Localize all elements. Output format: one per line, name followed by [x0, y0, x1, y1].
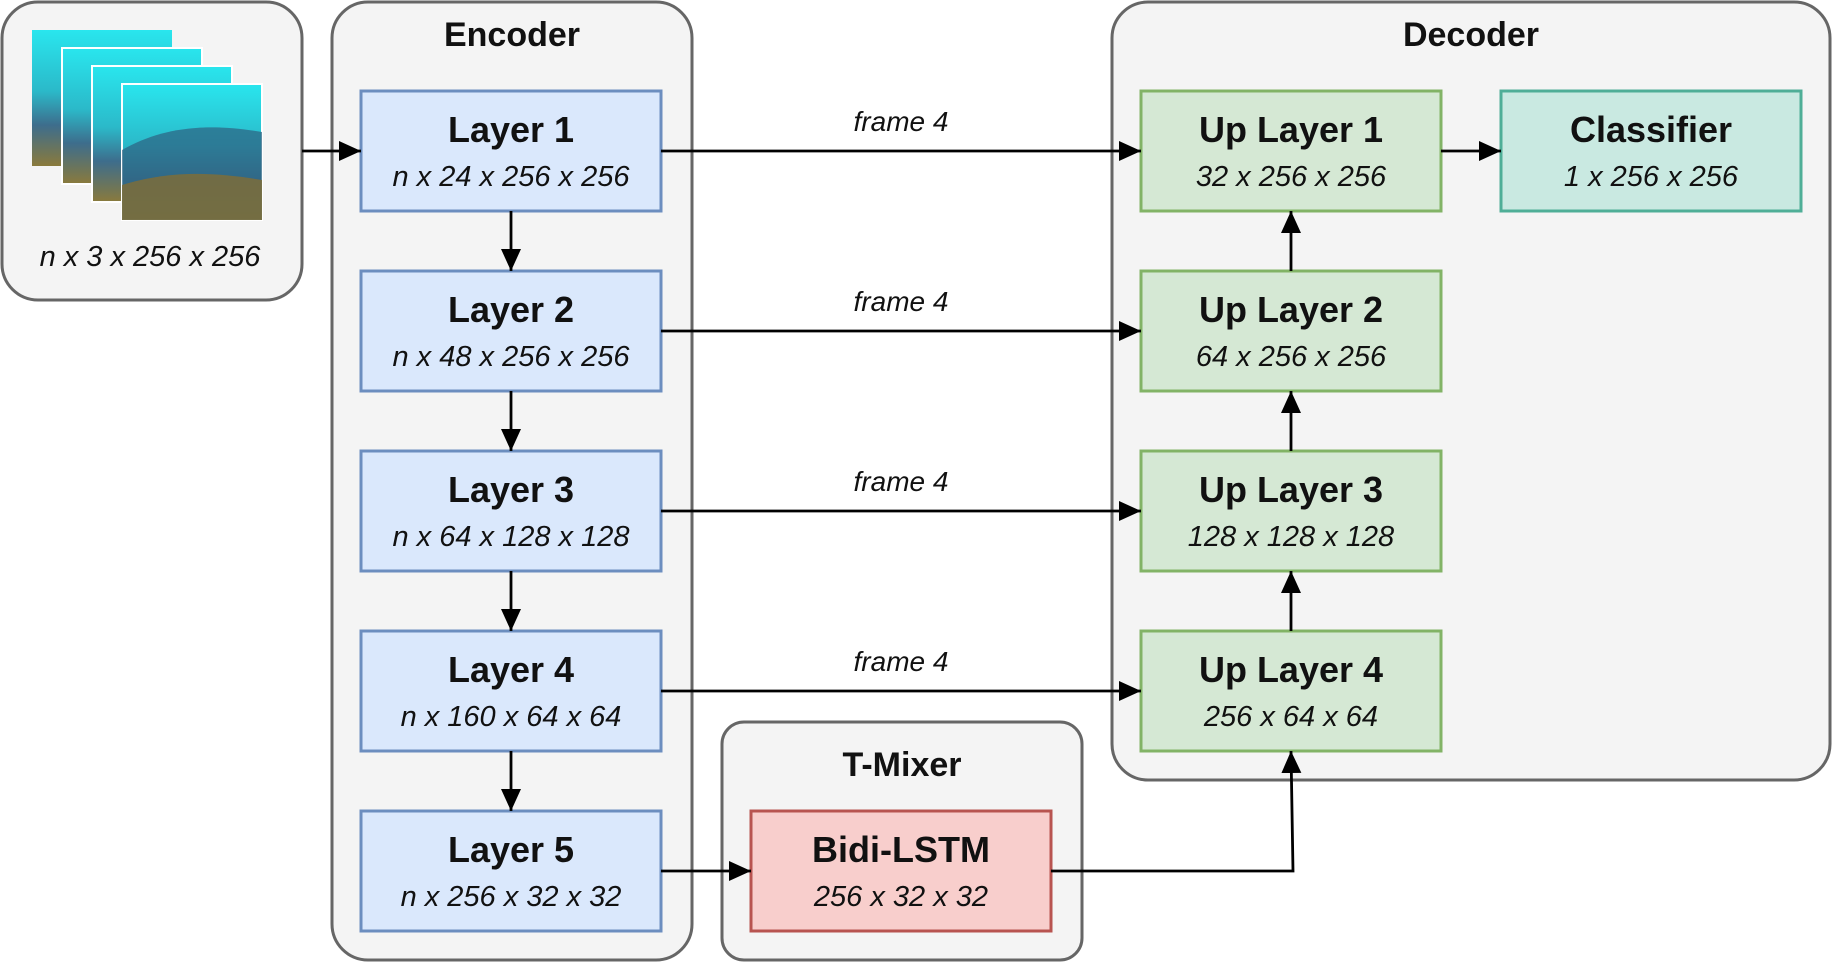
decoder-up-layer-2-name: Up Layer 2 [1199, 289, 1383, 330]
encoder-layer-1: Layer 1 n x 24 x 256 x 256 [359, 89, 663, 213]
encoder-layer-5-name: Layer 5 [448, 829, 574, 870]
decoder-title: Decoder [1403, 16, 1539, 54]
skip-label-1: frame 4 [854, 106, 949, 137]
encoder-layer-2: Layer 2 n x 48 x 256 x 256 [359, 269, 663, 393]
encoder-layer-4-name: Layer 4 [448, 649, 574, 690]
decoder-up-layer-1: Up Layer 1 32 x 256 x 256 [1139, 89, 1443, 213]
connectors [302, 141, 1501, 881]
tmixer-title: T-Mixer [842, 746, 961, 784]
decoder-up-layer-3: Up Layer 3 128 x 128 x 128 [1139, 449, 1443, 573]
classifier-shape: 1 x 256 x 256 [1564, 161, 1739, 193]
bidi-lstm-shape: 256 x 32 x 32 [813, 881, 988, 913]
encoder-title: Encoder [444, 16, 580, 54]
decoder-up-layer-1-shape: 32 x 256 x 256 [1196, 161, 1387, 193]
decoder-up-layer-4-shape: 256 x 64 x 64 [1203, 701, 1378, 733]
encoder-layer-2-name: Layer 2 [448, 289, 574, 330]
encoder-layer-1-name: Layer 1 [448, 109, 574, 150]
classifier-block: Classifier 1 x 256 x 256 [1499, 89, 1803, 213]
skip-label-2: frame 4 [854, 286, 949, 317]
skip-label-3: frame 4 [854, 466, 949, 497]
encoder-layer-5-shape: n x 256 x 32 x 32 [401, 881, 622, 913]
encoder-layer-2-shape: n x 48 x 256 x 256 [393, 341, 631, 373]
bidi-lstm-block: Bidi-LSTM 256 x 32 x 32 [749, 809, 1053, 933]
skip-label-4: frame 4 [854, 646, 949, 677]
decoder-up-layer-4: Up Layer 4 256 x 64 x 64 [1139, 629, 1443, 753]
encoder-layer-4-shape: n x 160 x 64 x 64 [401, 701, 622, 733]
encoder-layer-3-shape: n x 64 x 128 x 128 [393, 521, 630, 553]
satellite-frames-icon [32, 30, 263, 221]
classifier-name: Classifier [1570, 109, 1732, 150]
bidi-lstm-name: Bidi-LSTM [812, 829, 990, 870]
decoder-up-layer-1-name: Up Layer 1 [1199, 109, 1383, 150]
input-shape: n x 3 x 256 x 256 [40, 241, 262, 273]
decoder-up-layer-2: Up Layer 2 64 x 256 x 256 [1139, 269, 1443, 393]
encoder-layer-1-shape: n x 24 x 256 x 256 [393, 161, 631, 193]
decoder-up-layer-4-name: Up Layer 4 [1199, 649, 1383, 690]
encoder-layer-4: Layer 4 n x 160 x 64 x 64 [359, 629, 663, 753]
decoder-up-layer-3-shape: 128 x 128 x 128 [1188, 521, 1394, 553]
encoder-layer-3-name: Layer 3 [448, 469, 574, 510]
decoder-up-layer-3-name: Up Layer 3 [1199, 469, 1383, 510]
lstm-to-uplayer4-arrow [1051, 750, 1302, 873]
decoder-up-layer-2-shape: 64 x 256 x 256 [1196, 341, 1387, 373]
encoder-layer-5: Layer 5 n x 256 x 32 x 32 [359, 809, 663, 933]
encoder-layer-3: Layer 3 n x 64 x 128 x 128 [359, 449, 663, 573]
